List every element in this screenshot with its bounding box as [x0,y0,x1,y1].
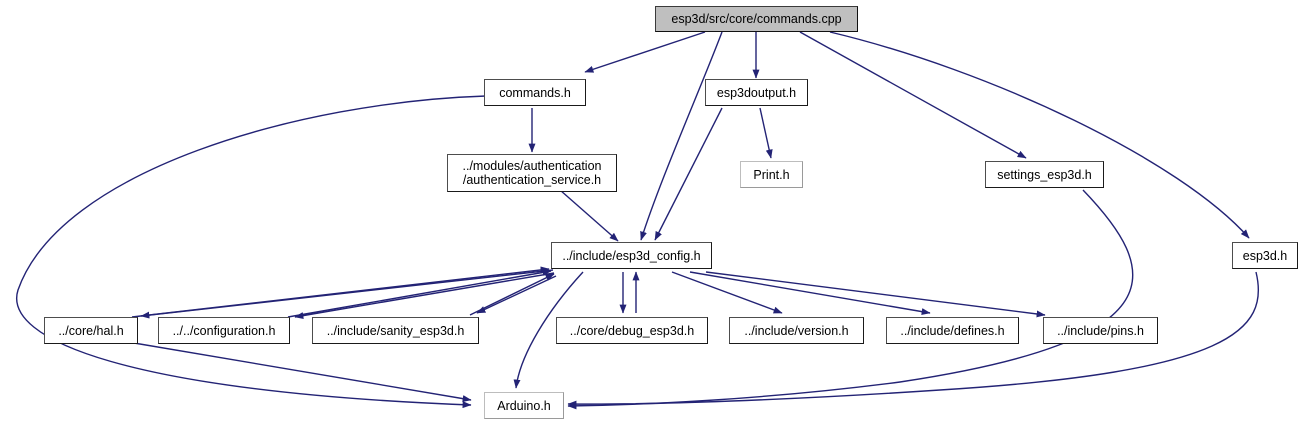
node-label: ../include/pins.h [1057,323,1144,338]
node-debug-esp3d-h[interactable]: ../core/debug_esp3d.h [556,317,708,344]
node-label: ../../configuration.h [172,323,276,338]
node-authentication-service-h[interactable]: ../modules/authentication /authenticatio… [447,154,617,192]
node-label: esp3d.h [1242,248,1288,263]
node-label: ../include/esp3d_config.h [562,248,701,263]
edge-commands_h-arduino_h [16,95,487,409]
node-label: ../core/debug_esp3d.h [569,323,695,338]
node-print-h[interactable]: Print.h [740,161,803,188]
node-version-h[interactable]: ../include/version.h [729,317,864,344]
node-label: ../include/defines.h [900,323,1005,338]
edge-esp3doutput_h-esp3d_config_h [654,107,723,241]
node-sanity-esp3d-h[interactable]: ../include/sanity_esp3d.h [312,317,479,344]
node-label: settings_esp3d.h [997,167,1092,182]
edge-settings_esp3d_h-arduino_h [567,189,1134,410]
node-arduino-h[interactable]: Arduino.h [484,392,564,419]
node-configuration-h[interactable]: ../../configuration.h [158,317,290,344]
node-defines-h[interactable]: ../include/defines.h [886,317,1019,344]
edge-auth_service_h-esp3d_config_h [559,189,619,242]
node-esp3d-h[interactable]: esp3d.h [1232,242,1298,269]
node-label: commands.h [499,85,571,100]
node-label: ../modules/authentication /authenticatio… [462,159,602,187]
node-commands-cpp[interactable]: esp3d/src/core/commands.cpp [655,6,858,32]
edge-esp3doutput_h-print_h [759,107,773,159]
edge-configuration_h-esp3d_config_h [287,268,552,318]
node-label: esp3d/src/core/commands.cpp [671,12,842,26]
node-esp3d-config-h[interactable]: ../include/esp3d_config.h [551,242,712,269]
edge-hal_h-esp3d_config_h [131,266,550,318]
edge-commands_cpp-esp3d_h [829,31,1250,239]
edge-commands_cpp-esp3d_config_h [640,31,723,241]
node-commands-h[interactable]: commands.h [484,79,586,106]
edge-commands_cpp-commands_h [584,31,706,73]
node-label: Print.h [753,167,790,182]
node-label: ../include/version.h [744,323,849,338]
node-esp3doutput-h[interactable]: esp3doutput.h [705,79,808,106]
node-label: esp3doutput.h [716,85,797,100]
node-label: ../include/sanity_esp3d.h [326,323,465,338]
node-hal-h[interactable]: ../core/hal.h [44,317,138,344]
node-label: Arduino.h [497,398,551,413]
edge-commands_cpp-settings_esp3d_h [799,31,1027,159]
edge-esp3d_config_h-defines_h [689,271,931,316]
node-pins-h[interactable]: ../include/pins.h [1043,317,1158,344]
edge-hal_h-arduino_h [133,342,472,403]
edge-sanity_esp3d_h-esp3d_config_h [469,273,555,316]
node-label: ../core/hal.h [58,323,124,338]
edge-esp3d_config_h-sanity_esp3d_h [476,275,557,314]
edge-esp3d_config_h-configuration_h [294,272,555,320]
edge-esp3d_config_h-version_h [671,271,783,314]
edge-esp3d_config_h-pins_h [705,271,1046,318]
node-settings-esp3d-h[interactable]: settings_esp3d.h [985,161,1104,188]
edge-esp3d_config_h-arduino_h [513,271,584,389]
edge-esp3d_h-arduino_h [567,271,1260,408]
